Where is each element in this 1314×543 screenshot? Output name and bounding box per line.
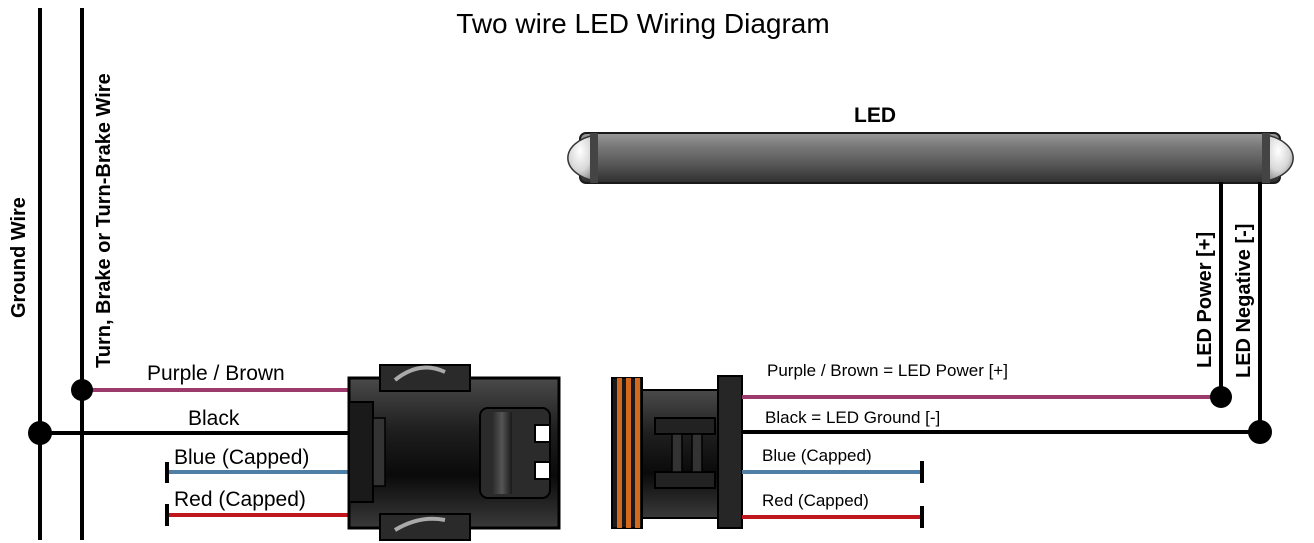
right-purple-label: Purple / Brown = LED Power [+]: [767, 361, 1008, 380]
diagram-title: Two wire LED Wiring Diagram: [456, 8, 829, 39]
ground-wire-label: Ground Wire: [8, 197, 30, 318]
led-power-label: LED Power [+]: [1194, 232, 1216, 368]
right-red-label: Red (Capped): [762, 491, 869, 510]
left-black-label: Black: [188, 407, 240, 430]
right-black-label: Black = LED Ground [-]: [765, 408, 940, 427]
left-red-label: Red (Capped): [174, 488, 306, 511]
led-negative-label: LED Negative [-]: [1233, 224, 1255, 378]
left-purple-label: Purple / Brown: [147, 362, 285, 385]
left-connector: [347, 364, 561, 541]
right-connector: [611, 375, 743, 529]
led-bar: [567, 132, 1294, 184]
ground-junction: [28, 421, 52, 445]
led-label: LED: [854, 104, 896, 127]
led-negative-junction: [1248, 420, 1272, 444]
turn-brake-wire-label: Turn, Brake or Turn-Brake Wire: [93, 73, 115, 368]
turn-brake-junction: [71, 379, 93, 401]
led-power-junction: [1210, 386, 1232, 408]
right-blue-label: Blue (Capped): [762, 446, 872, 465]
left-blue-label: Blue (Capped): [174, 446, 309, 469]
